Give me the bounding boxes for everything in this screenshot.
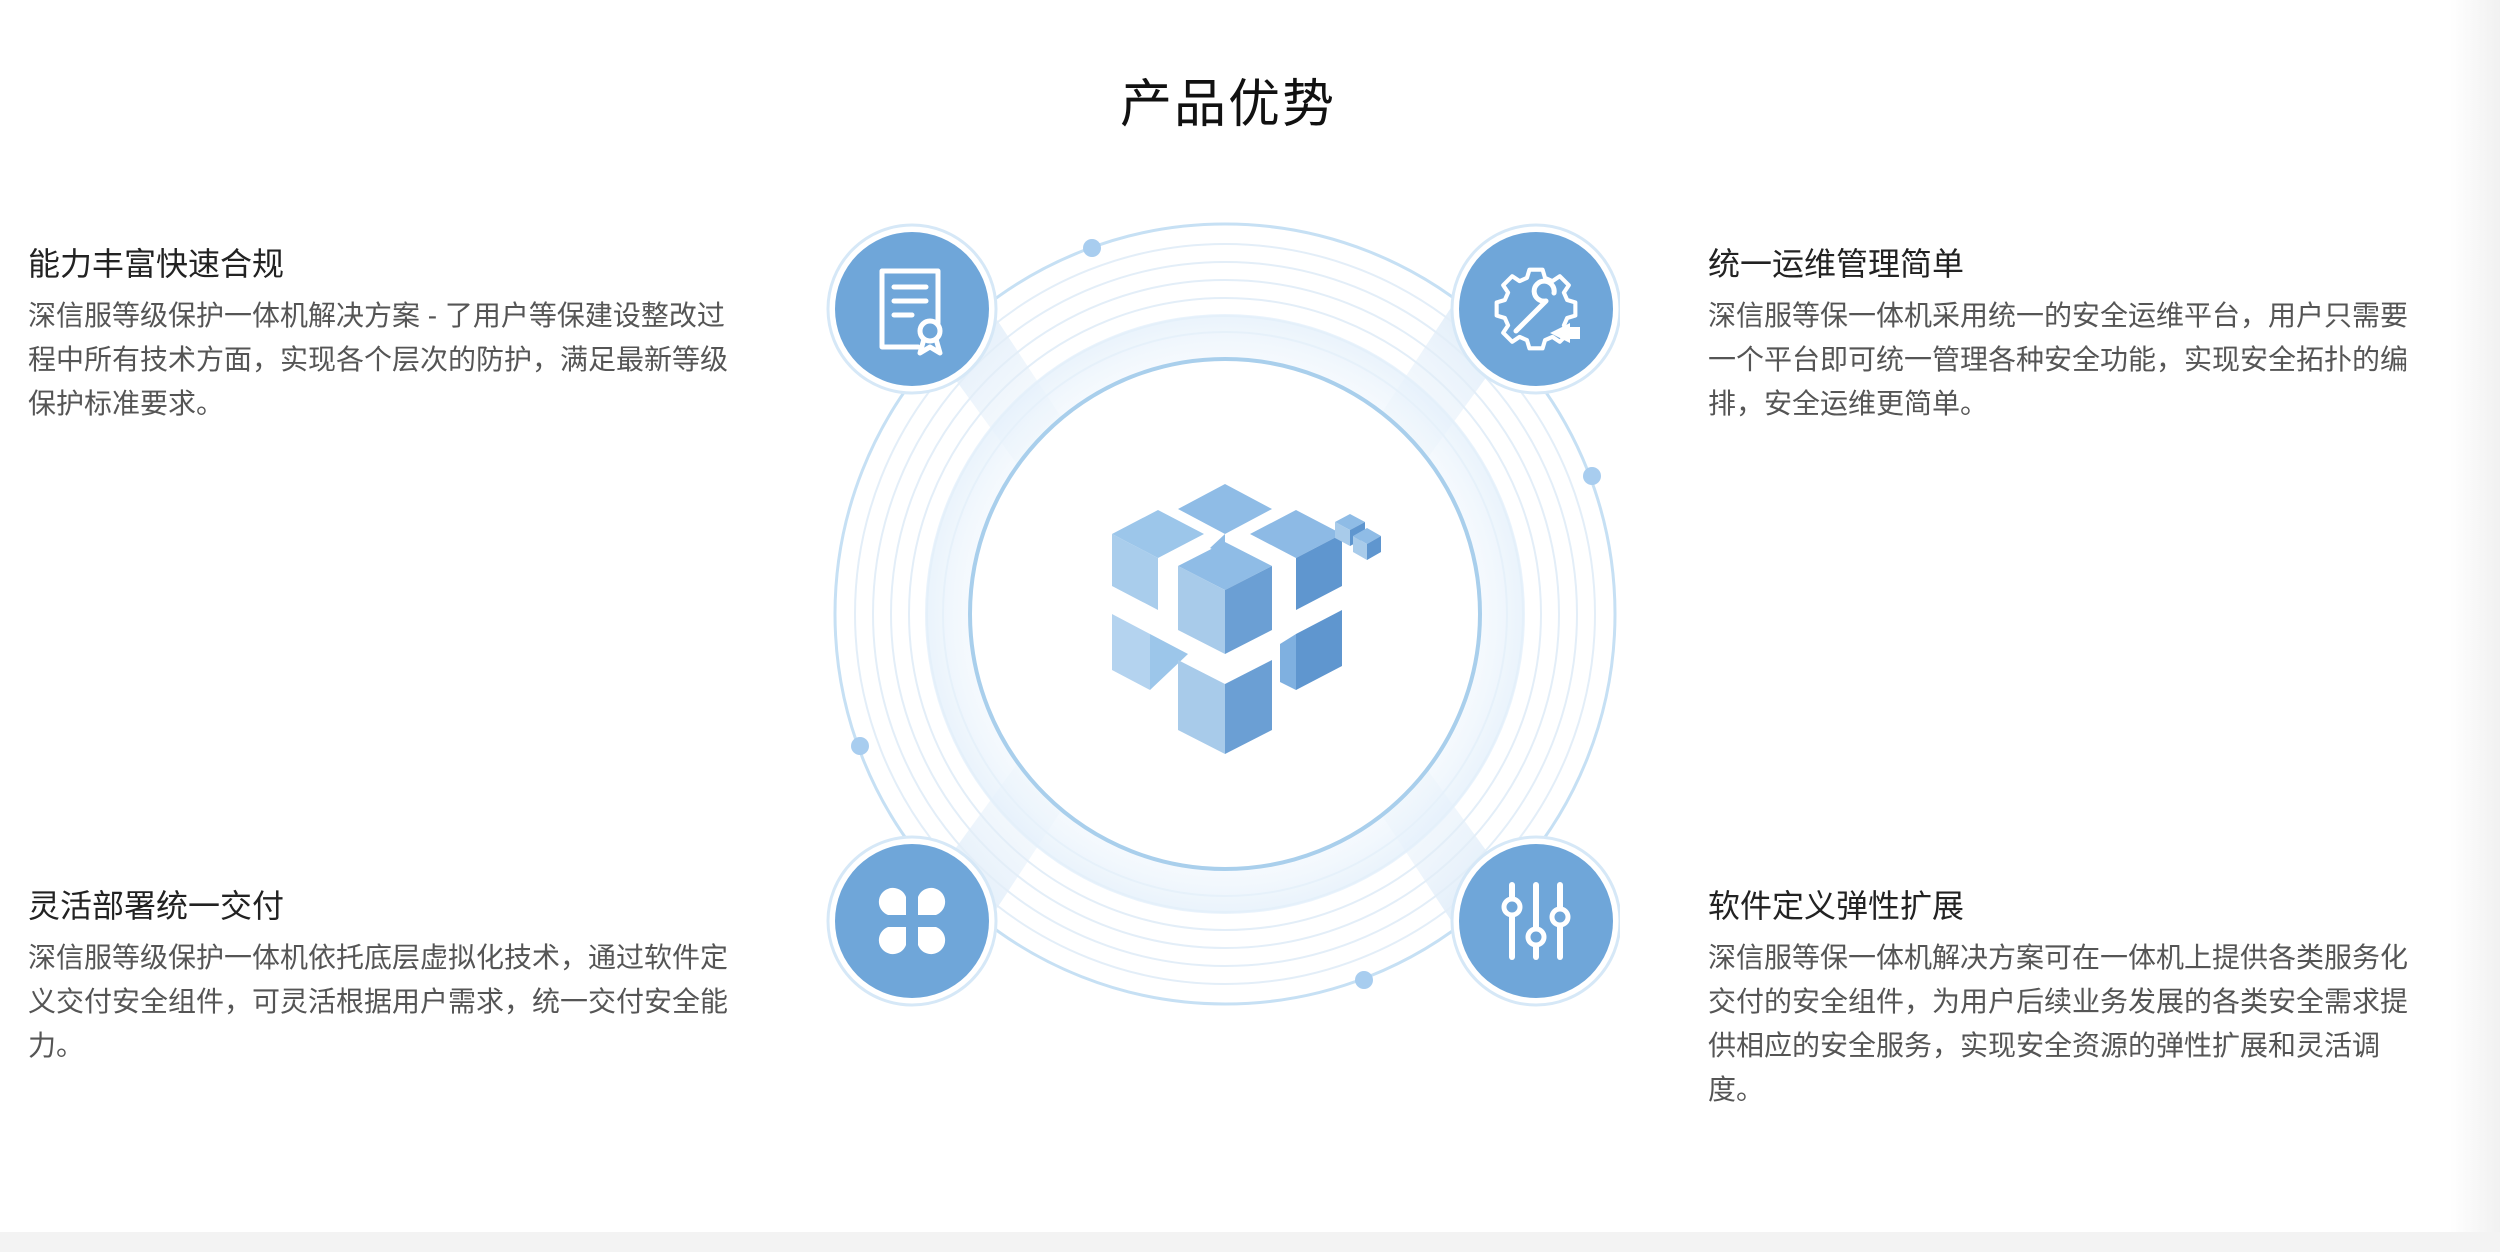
outer-ring — [833, 222, 1617, 1006]
feature-title: 软件定义弹性扩展 — [1708, 888, 1965, 924]
feature-title: 统一运维管理简单 — [1708, 246, 1965, 282]
certificate-document-icon — [826, 223, 998, 395]
sliders-icon — [1450, 835, 1620, 1007]
feature-description: 深信服等级保护一体机依托底层虚拟化技术，通过软件定义交付安全组件，可灵活根据用户… — [28, 942, 729, 1061]
feature-deployment: 灵活部署统一交付 深信服等级保护一体机依托底层虚拟化技术，通过软件定义交付安全组… — [28, 884, 748, 1068]
four-petal-icon — [826, 835, 998, 1007]
feature-compliance: 能力丰富快速合规 深信服等级保护一体机解决方案 - 了用户等保建设整改过程中所有… — [28, 242, 748, 426]
gear-wrench-icon — [1450, 223, 1620, 395]
feature-description: 深信服等保一体机解决方案可在一体机上提供各类服务化交付的安全组件，为用户后续业务… — [1708, 942, 2409, 1105]
central-cube-icon — [1112, 484, 1381, 754]
orbit-dots — [851, 239, 1601, 989]
feature-scalability: 软件定义弹性扩展 深信服等保一体机解决方案可在一体机上提供各类服务化交付的安全组… — [1708, 884, 2428, 1112]
feature-title: 能力丰富快速合规 — [28, 246, 285, 282]
feature-title: 灵活部署统一交付 — [28, 888, 285, 924]
page-bottom-divider — [0, 1232, 2500, 1252]
product-advantage-diagram — [820, 214, 1620, 1014]
feature-description: 深信服等保一体机采用统一的安全运维平台，用户只需要一个平台即可统一管理各种安全功… — [1708, 300, 2409, 419]
feature-operations: 统一运维管理简单 深信服等保一体机采用统一的安全运维平台，用户只需要一个平台即可… — [1708, 242, 2428, 426]
page-edge-shadow — [2450, 0, 2500, 1252]
diagram-graphic — [826, 222, 1620, 1007]
section-title: 产品优势 — [1119, 76, 1336, 134]
feature-description: 深信服等级保护一体机解决方案 - 了用户等保建设整改过程中所有技术方面，实现各个… — [28, 300, 729, 419]
